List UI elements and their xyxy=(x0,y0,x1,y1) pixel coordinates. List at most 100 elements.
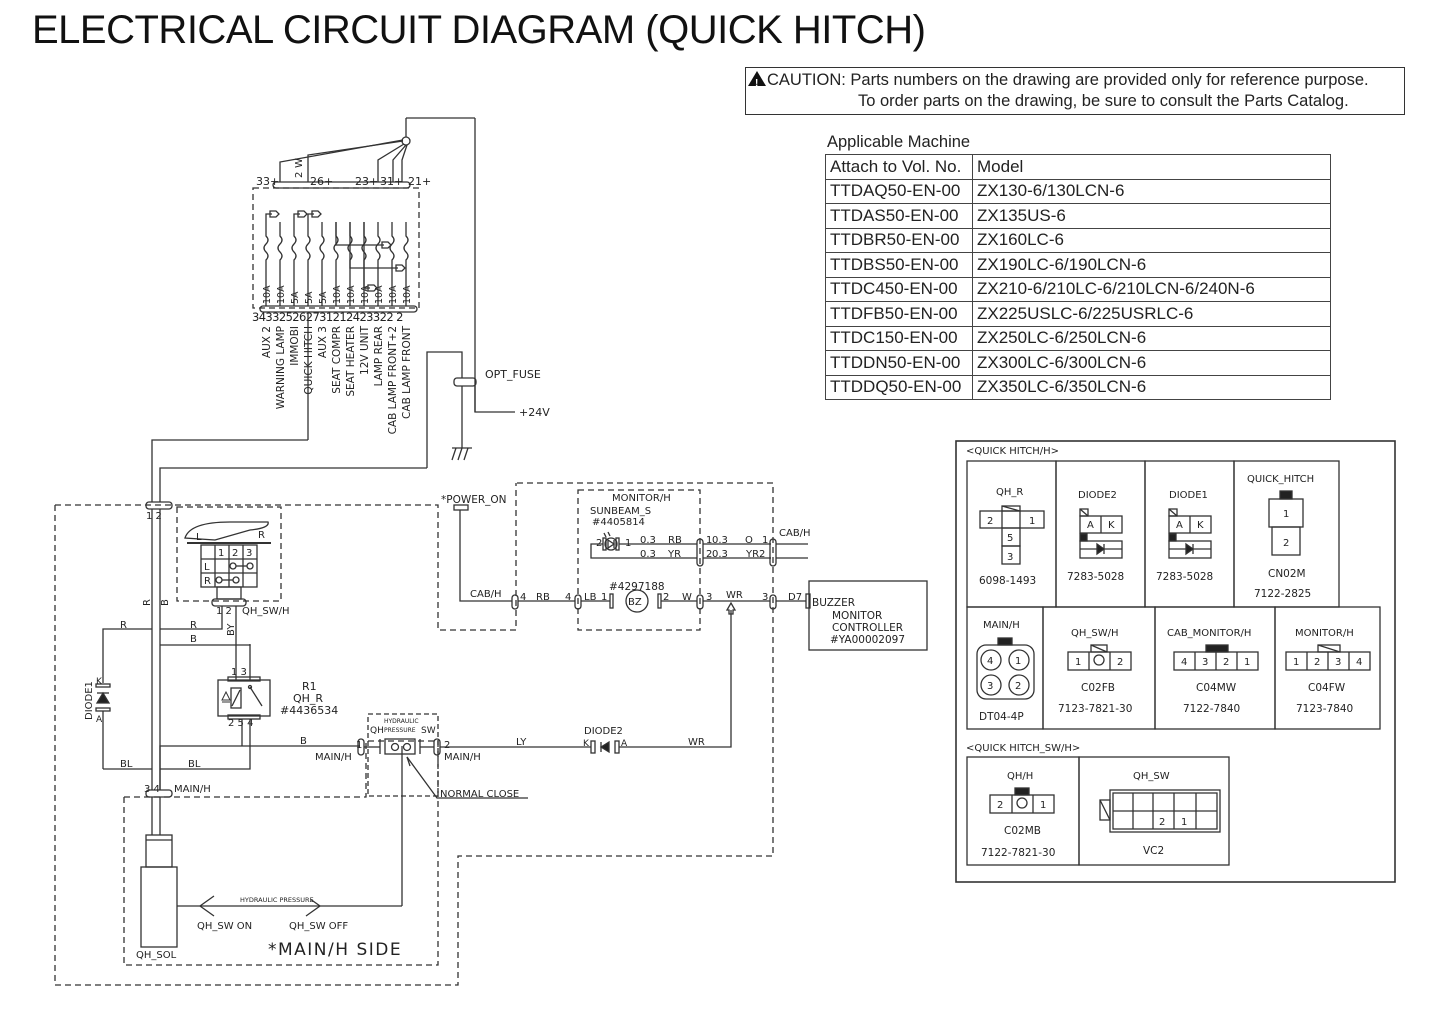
connector-symbol xyxy=(696,538,704,567)
connector-name: QH_R xyxy=(996,487,1023,498)
vol-no-cell: TTDBR50-EN-00 xyxy=(825,227,973,253)
solenoid-icon xyxy=(140,834,178,948)
junction-arrow-icon xyxy=(367,284,378,292)
connector-name: QH_SW/H xyxy=(1071,628,1119,639)
svg-text:3: 3 xyxy=(1202,657,1208,668)
wire-color-label: RB xyxy=(536,592,550,603)
fuse-top-label: W xyxy=(294,158,305,168)
junction-arrow-icon xyxy=(395,264,406,272)
wire xyxy=(377,143,405,182)
wire-color-label: BY xyxy=(226,623,237,636)
svg-text:1: 1 xyxy=(218,548,224,559)
main-h-label: MAIN/H xyxy=(174,784,211,795)
qh-switch-boundary xyxy=(176,506,282,602)
fuse-rating: 10A xyxy=(360,285,371,304)
wire-color-label: R xyxy=(190,620,197,631)
connector-name: QH_SW xyxy=(1133,771,1170,782)
wire xyxy=(590,543,697,559)
fuse: 5A xyxy=(290,222,301,306)
wire-color-label: R xyxy=(120,620,127,631)
circuit-label: SEAT COMPR xyxy=(331,326,343,394)
svg-text:1: 1 xyxy=(1029,516,1035,527)
controller-label: BUZZER xyxy=(812,597,855,609)
svg-text:2: 2 xyxy=(1283,538,1289,549)
relay-part-number: #4436534 xyxy=(280,704,338,717)
qh-sw-on-label: QH_SW ON xyxy=(197,921,252,932)
caution-line-1: CAUTION: Parts numbers on the drawing ar… xyxy=(767,71,1369,89)
pin-label: A xyxy=(96,715,103,725)
wire-gauge-label: 0.3 xyxy=(712,549,728,560)
fuse-rating: 10A xyxy=(332,285,343,304)
svg-text:4: 4 xyxy=(987,656,993,667)
monitor-h-label: MONITOR/H xyxy=(612,493,671,504)
svg-text:3: 3 xyxy=(1007,552,1013,563)
relay-label: QH_R xyxy=(293,692,323,705)
connector-code: C02MB xyxy=(1004,825,1041,837)
buzzer-terminal xyxy=(805,593,811,609)
fuse: 5A xyxy=(318,222,329,306)
diode1-symbol xyxy=(95,683,111,769)
pressure-switch-label: HYDRAULIC xyxy=(384,718,419,725)
pin-label: 2 xyxy=(444,740,450,751)
opt-fuse-label: OPT_FUSE xyxy=(485,368,541,381)
main-h-side-label: *MAIN/H SIDE xyxy=(268,940,402,960)
pin-label: 1 xyxy=(762,535,768,546)
wire-color-label: YR xyxy=(667,549,681,560)
qh-sol-label: QH_SOL xyxy=(136,950,177,961)
model-cell: ZX160LC-6 xyxy=(972,227,1331,253)
controller-label: CONTROLLER xyxy=(832,622,903,634)
connector-code: CN02M xyxy=(1268,568,1306,580)
buzzer-label: BZ xyxy=(628,597,642,608)
wire-color-label: B xyxy=(300,736,307,747)
svg-text:2: 2 xyxy=(232,548,238,559)
connector-code: C04MW xyxy=(1196,682,1237,694)
connector-part-number: 7283-5028 xyxy=(1067,571,1124,583)
section-title: <QUICK HITCH_SW/H> xyxy=(966,743,1080,754)
wire xyxy=(392,144,407,182)
svg-text:1: 1 xyxy=(1293,657,1299,668)
connector-symbol xyxy=(696,594,704,610)
fuse: 10A xyxy=(360,222,371,306)
pin-label: A xyxy=(621,739,628,749)
junction-arrow-icon xyxy=(725,601,737,615)
connector-part-number: DT04-4P xyxy=(979,711,1024,723)
wire xyxy=(307,213,314,222)
wire xyxy=(159,745,242,790)
circuit-label: SEAT HEATER xyxy=(345,326,357,397)
page-title: ELECTRICAL CIRCUIT DIAGRAM (QUICK HITCH) xyxy=(32,8,926,52)
connector-code: C02FB xyxy=(1081,682,1115,694)
monitor-circuit: *POWER_ON CAB/H MONITOR/H SUNBEAM_S #440… xyxy=(441,489,928,651)
monitor-controller-box xyxy=(808,580,928,651)
svg-text:5: 5 xyxy=(1007,533,1013,544)
connector-part-number: 7123-7821-30 xyxy=(1058,703,1132,715)
fuse: 5A xyxy=(304,222,315,306)
wire-color-label: LB xyxy=(584,592,597,603)
junction-arrow-icon xyxy=(269,210,280,218)
junction-arrow-icon xyxy=(381,241,392,249)
buzzer-terminal xyxy=(657,593,662,609)
wire-color-label: O xyxy=(745,535,753,546)
connector-symbol xyxy=(769,538,777,567)
fuse-top-label: 23+ xyxy=(355,175,378,188)
model-cell: ZX250LC-6/250LCN-6 xyxy=(972,325,1331,351)
svg-text:K: K xyxy=(1197,520,1204,531)
connector-symbol xyxy=(769,594,777,610)
switch-label-r: R xyxy=(258,530,265,541)
wire xyxy=(363,222,370,289)
fuse: 10A xyxy=(374,222,385,306)
hydraulic-pressure-label: HYDRAULIC PRESSURE xyxy=(240,896,314,904)
caution-line-2: To order parts on the drawing, be sure t… xyxy=(858,92,1349,110)
circuit-label: IMMOBI xyxy=(289,326,301,366)
pin-label: 1 xyxy=(706,535,712,546)
svg-text:R: R xyxy=(204,576,211,587)
fuse-rating: 10A xyxy=(374,285,385,304)
wire-color-label: BL xyxy=(188,759,201,770)
wire-color-label: R xyxy=(142,599,153,606)
power-on-terminal xyxy=(453,504,469,511)
wire xyxy=(349,222,398,269)
